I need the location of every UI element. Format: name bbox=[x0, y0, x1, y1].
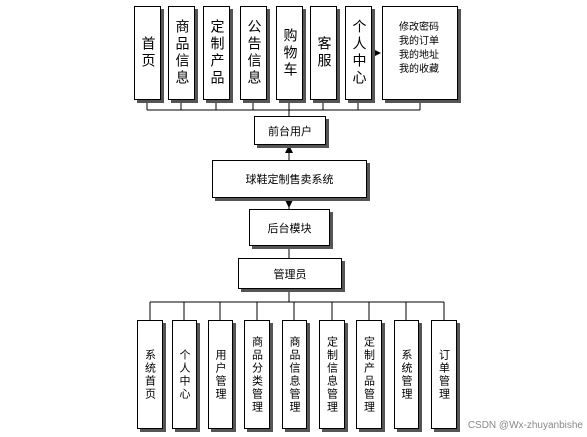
admin-module-user-management: 用户管理 bbox=[208, 320, 233, 429]
module-custom-product: 定制产品 bbox=[203, 6, 230, 100]
admin-module-custom-info-management: 定制信息管理 bbox=[319, 320, 345, 429]
module-personal-center-label: 个人中心 bbox=[350, 19, 367, 87]
backend-module-label: 后台模块 bbox=[267, 221, 312, 235]
admin-module-order-management: 订单管理 bbox=[431, 320, 457, 429]
personal-center-items-box: 修改密码 我的订单 我的地址 我的收藏 bbox=[382, 6, 458, 100]
admin-module-user-management-label: 用户管理 bbox=[214, 348, 227, 401]
module-customer-service: 客服 bbox=[310, 6, 337, 100]
module-cart-label: 购物车 bbox=[281, 27, 298, 79]
admin-module-category-management: 商品分类管理 bbox=[244, 320, 270, 429]
admin-module-order-management-label: 订单管理 bbox=[437, 348, 451, 401]
module-product-info-label: 商品信息 bbox=[173, 19, 190, 87]
personal-center-items: 修改密码 我的订单 我的地址 我的收藏 bbox=[399, 22, 439, 75]
module-home-label: 首页 bbox=[139, 36, 156, 70]
backend-module-box: 后台模块 bbox=[249, 209, 330, 246]
admin-label: 管理员 bbox=[273, 267, 307, 281]
admin-module-system-home-label: 系统首页 bbox=[143, 348, 157, 401]
module-product-info: 商品信息 bbox=[168, 6, 195, 100]
admin-module-product-info-management: 商品信息管理 bbox=[282, 320, 307, 429]
admin-module-product-info-management-label: 商品信息管理 bbox=[288, 335, 301, 414]
module-cart: 购物车 bbox=[276, 6, 303, 100]
admin-module-personal-center: 个人中心 bbox=[172, 320, 197, 429]
front-user-box: 前台用户 bbox=[254, 116, 326, 145]
admin-module-custom-product-management-label: 定制产品管理 bbox=[362, 335, 376, 414]
admin-box: 管理员 bbox=[238, 258, 342, 289]
front-user-label: 前台用户 bbox=[268, 124, 312, 138]
module-announcement-label: 公告信息 bbox=[245, 19, 262, 87]
admin-module-custom-info-management-label: 定制信息管理 bbox=[325, 335, 339, 414]
admin-module-system-management-label: 系统管理 bbox=[400, 348, 413, 401]
admin-module-system-home: 系统首页 bbox=[137, 320, 163, 429]
system-name: 球鞋定制售卖系统 bbox=[245, 173, 334, 186]
system-box: 球鞋定制售卖系统 bbox=[212, 160, 367, 198]
module-customer-service-label: 客服 bbox=[315, 36, 332, 70]
module-home: 首页 bbox=[134, 6, 161, 100]
admin-module-category-management-label: 商品分类管理 bbox=[250, 335, 264, 414]
watermark: CSDN @Wx-zhuyanbishe bbox=[467, 420, 583, 431]
module-announcement: 公告信息 bbox=[240, 6, 267, 100]
admin-module-personal-center-label: 个人中心 bbox=[178, 348, 191, 401]
admin-module-custom-product-management: 定制产品管理 bbox=[356, 320, 382, 429]
module-custom-product-label: 定制产品 bbox=[208, 19, 225, 87]
module-personal-center: 个人中心 bbox=[345, 6, 372, 100]
admin-module-system-management: 系统管理 bbox=[394, 320, 419, 429]
